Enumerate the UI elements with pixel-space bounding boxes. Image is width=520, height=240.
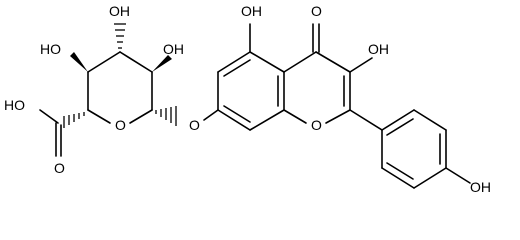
bond xyxy=(386,162,414,180)
chromone-a-ring xyxy=(217,23,285,131)
atom-label-oh: OH xyxy=(241,3,262,19)
bond xyxy=(249,109,285,131)
bond xyxy=(315,51,351,73)
bond xyxy=(445,167,471,184)
atom-label-ho: HO xyxy=(4,97,25,113)
bond xyxy=(413,167,447,189)
atom-label-o: O xyxy=(54,160,65,176)
atom-label-o: O xyxy=(115,117,126,133)
wedge-bond xyxy=(70,52,88,72)
atom-label-o: O xyxy=(311,3,322,19)
atom-label-o: O xyxy=(189,117,200,133)
atom-label-oh: OH xyxy=(163,41,184,57)
bond xyxy=(87,51,121,73)
wedge-bond xyxy=(152,55,172,72)
glucuronide-ring xyxy=(39,23,177,157)
bond xyxy=(349,109,383,131)
bond xyxy=(217,109,251,131)
atom-label-oh: OH xyxy=(470,179,491,195)
bond xyxy=(87,109,111,124)
atom-label-o: O xyxy=(311,117,322,133)
bond xyxy=(381,167,415,189)
bond xyxy=(217,51,251,73)
chromone-c-ring xyxy=(283,23,373,124)
bond xyxy=(129,109,153,124)
bond xyxy=(223,59,251,77)
molecular-structure-diagram: OH HO OH HO O O O OH O OH O OH xyxy=(4,3,491,195)
bond xyxy=(381,109,415,131)
atom-label-oh: OH xyxy=(368,41,389,57)
bond xyxy=(283,109,307,124)
bond xyxy=(386,118,414,136)
bond xyxy=(249,51,285,73)
bond xyxy=(413,109,447,131)
bond xyxy=(325,109,351,124)
phenyl-ring xyxy=(381,109,471,189)
bond xyxy=(223,105,251,123)
bond xyxy=(203,109,219,121)
atom-label-oh: OH xyxy=(109,3,130,19)
bond xyxy=(119,51,153,73)
bond xyxy=(349,57,373,73)
bond xyxy=(39,109,59,124)
atom-label-ho: HO xyxy=(40,41,61,57)
bond xyxy=(283,51,317,73)
